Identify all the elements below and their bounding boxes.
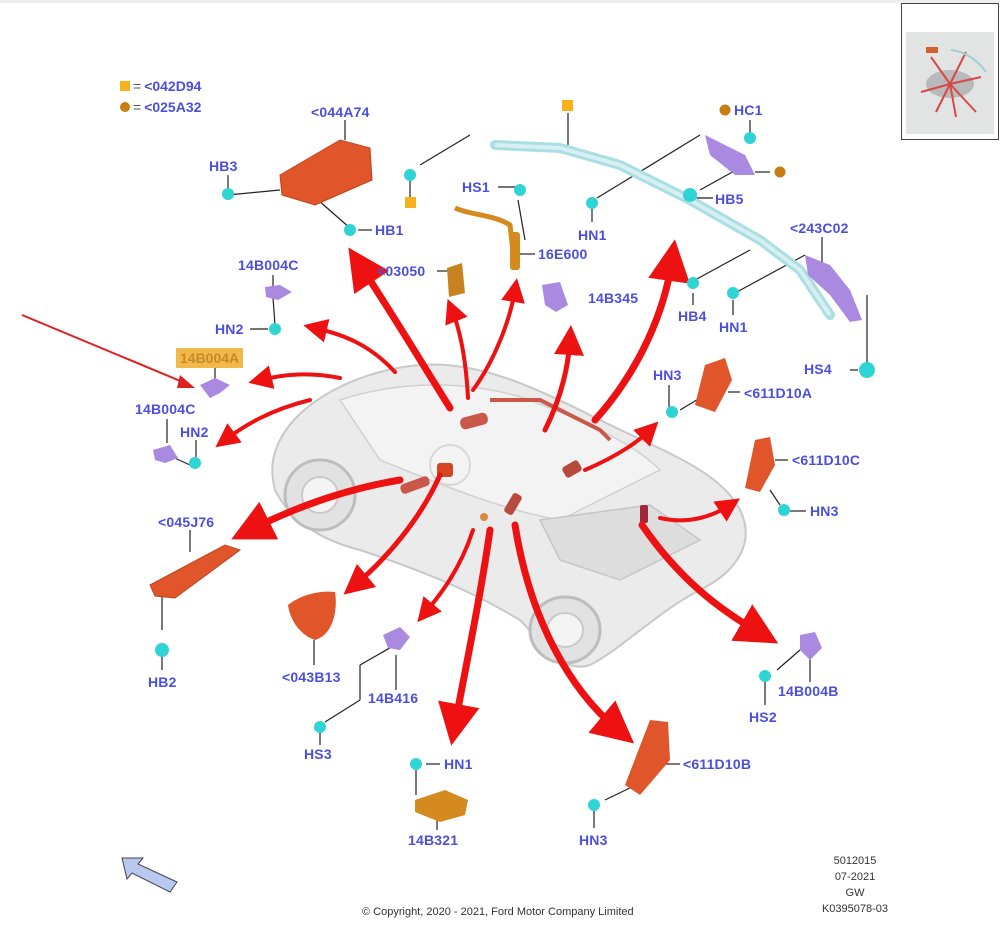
circle-marker-icon	[120, 102, 130, 112]
arrow-to-headliner	[591, 239, 690, 424]
label-14B321[interactable]: 14B321	[408, 832, 459, 848]
vehicle-airbag-locations	[400, 398, 648, 523]
label-HB1[interactable]: HB1	[375, 222, 404, 238]
arrow-to-045J76	[231, 476, 404, 540]
arrow-to-14B321	[438, 526, 494, 746]
label-HN1-top[interactable]: HN1	[578, 227, 607, 243]
drawing-info: 5012015 07-2021 GW K0395078-03	[800, 853, 910, 917]
view-direction-arrow-icon	[121, 857, 178, 893]
legend-equals: =	[133, 99, 142, 115]
arrow-to-14B345	[542, 325, 584, 433]
part-14B321-module	[415, 790, 468, 822]
top-border	[0, 0, 1000, 3]
label-HS4[interactable]: HS4	[804, 361, 832, 377]
arrow-to-611D10C	[658, 498, 740, 523]
label-HB2[interactable]: HB2	[148, 674, 177, 690]
legend-row-square: = <042D94	[120, 78, 201, 94]
label-HS3[interactable]: HS3	[304, 746, 332, 762]
label-043B13[interactable]: <043B13	[282, 669, 341, 685]
label-HB5[interactable]: HB5	[715, 191, 744, 207]
label-16E600[interactable]: 16E600	[538, 246, 588, 262]
callout-arrows	[215, 239, 779, 746]
arrow-to-16E600	[471, 278, 525, 392]
label-HN3-c[interactable]: HN3	[810, 503, 839, 519]
part-243C02-bracket	[805, 255, 862, 322]
label-03050[interactable]: <03050	[377, 263, 426, 279]
part-611D10B-airbag	[625, 720, 670, 795]
arrow-to-044A74	[348, 247, 454, 412]
page-thumbnail[interactable]	[901, 3, 999, 140]
part-14B004B-sensor	[800, 632, 822, 660]
label-14B345[interactable]: 14B345	[588, 290, 639, 306]
arrow-to-03050	[445, 298, 470, 400]
part-044A74-airbag	[279, 139, 373, 206]
label-045J76[interactable]: <045J76	[158, 514, 215, 530]
arrow-to-14B004A	[248, 365, 342, 389]
legend-row-circle: = <025A32	[120, 99, 201, 115]
copyright-text: © Copyright, 2020 - 2021, Ford Motor Com…	[362, 906, 634, 918]
thumbnail-preview	[906, 32, 994, 134]
label-14B004A-highlighted[interactable]: 14B004A	[176, 348, 244, 368]
label-14B004C-bottom[interactable]: 14B004C	[135, 401, 196, 417]
label-044A74[interactable]: <044A74	[311, 104, 370, 120]
arrow-to-611D10B	[511, 521, 635, 744]
label-HB4[interactable]: HB4	[678, 308, 707, 324]
part-14B004A-sensor	[200, 378, 230, 398]
arrow-to-043B13	[343, 472, 443, 595]
fasteners	[155, 132, 875, 811]
part-14B004C-bottom-sensor	[153, 445, 178, 463]
label-14B416[interactable]: 14B416	[368, 690, 419, 706]
arrow-to-14B416	[417, 528, 475, 623]
arrow-to-14B004C-bottom	[215, 398, 312, 448]
square-marker-icon	[120, 81, 130, 91]
part-16E600-harness	[453, 205, 520, 271]
arrow-to-14B004B	[638, 521, 779, 644]
label-HB3[interactable]: HB3	[209, 158, 238, 174]
label-14B004B[interactable]: 14B004B	[778, 683, 839, 699]
drawing-date: 07-2021	[834, 871, 876, 883]
part-14B345-sensor	[542, 282, 568, 312]
part-14B004C-top-sensor	[265, 285, 292, 300]
part-611D10C-airbag	[745, 437, 775, 492]
part-045J76-airbag	[149, 544, 242, 599]
label-14B004C-top[interactable]: 14B004C	[238, 257, 299, 273]
label-HN2-top[interactable]: HN2	[215, 321, 244, 337]
drawing-code: 5012015	[833, 855, 877, 867]
label-611D10B[interactable]: <611D10B	[683, 756, 752, 772]
part-03050-module	[447, 263, 465, 297]
legend-code: <042D94	[144, 78, 202, 94]
vehicle-outline	[271, 363, 747, 668]
drawing-region: GW	[845, 887, 865, 899]
reference-markers	[405, 100, 786, 208]
annotation-pointer-arrow	[21, 314, 195, 388]
label-HN1-bottom[interactable]: HN1	[444, 756, 473, 772]
legend-equals: =	[133, 78, 142, 94]
label-HN2-bottom[interactable]: HN2	[180, 424, 209, 440]
label-HN3-b[interactable]: HN3	[579, 832, 608, 848]
label-611D10A[interactable]: <611D10A	[744, 385, 813, 401]
part-bracket-HB5-area	[705, 135, 755, 175]
label-HS2[interactable]: HS2	[749, 709, 777, 725]
label-HC1[interactable]: HC1	[734, 102, 763, 118]
arrow-to-611D10A	[583, 421, 659, 472]
label-HS1[interactable]: HS1	[462, 179, 490, 195]
thumbnail-diagram-icon	[920, 47, 987, 118]
label-HN1-right[interactable]: HN1	[719, 319, 748, 335]
label-243C02[interactable]: <243C02	[790, 220, 849, 236]
part-611D10A-airbag	[695, 358, 732, 412]
drawing-ref: K0395078-03	[821, 903, 889, 915]
label-HN3-a[interactable]: HN3	[653, 367, 682, 383]
label-611D10C[interactable]: <611D10C	[792, 452, 861, 468]
legend-code: <025A32	[144, 99, 202, 115]
part-043B13-airbag	[288, 591, 336, 640]
part-14B416-sensor	[383, 627, 410, 650]
arrow-to-14B004C-top	[303, 319, 397, 374]
